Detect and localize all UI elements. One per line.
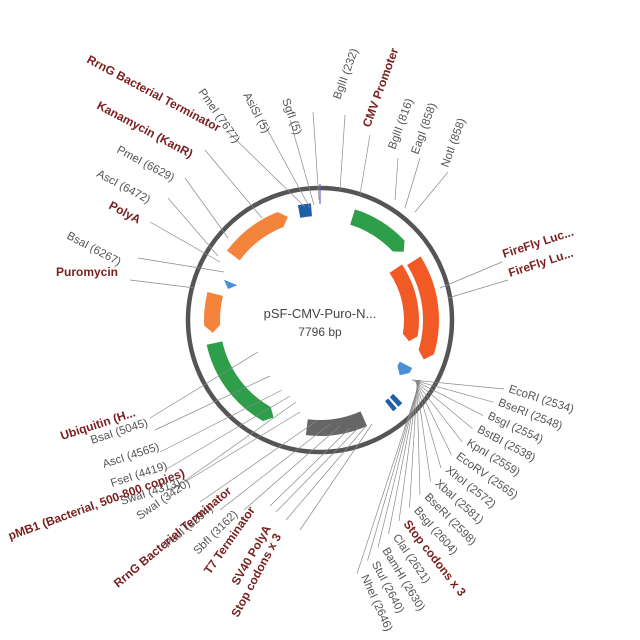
label-left-7-leader	[219, 423, 331, 511]
label-right-14-leader	[356, 379, 421, 574]
label-right-8-leader	[416, 379, 421, 495]
feature-arc-small1	[397, 361, 413, 376]
label-left-9-leader	[269, 427, 351, 507]
label-top-15-leader	[439, 261, 503, 289]
label-left-0-leader	[149, 351, 259, 419]
label-top-3-leader	[312, 111, 320, 201]
label-top-2-leader	[289, 119, 315, 206]
label-top-6-leader	[394, 157, 399, 201]
label-right-9-leader	[409, 379, 418, 508]
label-top-14: Puromycin	[56, 265, 118, 279]
feature-arc-cmv	[350, 209, 405, 252]
feature-arc-kanr	[226, 211, 288, 261]
label-left-10-leader	[275, 427, 359, 513]
feature-arc-firefly2	[389, 264, 419, 342]
label-top-6: BglII (816)	[387, 97, 416, 151]
label-top-7: EagI (858)	[410, 101, 440, 156]
label-top-9-leader	[204, 149, 263, 219]
label-right-10-leader	[398, 379, 419, 522]
label-right-11-leader	[388, 379, 419, 535]
label-top-4: BglII (232)	[332, 47, 361, 101]
label-top-11-leader	[167, 197, 219, 257]
label-top-10: PmeI (6629)	[115, 144, 177, 184]
feature-arc-t7	[385, 398, 397, 412]
label-right-12-leader	[377, 379, 420, 548]
label-left-3-leader	[164, 395, 291, 471]
label-right-0-leader	[411, 379, 505, 390]
label-right-3-leader	[413, 379, 473, 429]
label-top-12: PolyA	[107, 198, 144, 226]
feature-arc-ubiquitin	[206, 341, 274, 421]
label-top-5-leader	[359, 134, 371, 196]
plasmid-name: pSF-CMV-Puro-N...	[264, 306, 377, 321]
label-top-4-leader	[339, 114, 346, 191]
label-left-11-leader	[285, 425, 367, 521]
label-right-6-leader	[415, 379, 442, 469]
label-top-5: CMV Promoter	[360, 46, 402, 129]
feature-arc-sv40	[389, 393, 403, 407]
feature-arc-polya	[224, 279, 238, 290]
label-top-16-leader	[447, 279, 509, 299]
label-top-8-leader	[414, 171, 449, 213]
label-top-7-leader	[404, 157, 421, 209]
label-left-4-leader	[171, 401, 297, 491]
label-top-14-leader	[129, 279, 196, 289]
label-top-2: AsiSI (5)	[240, 91, 271, 136]
feature-arc-pmb1	[305, 411, 368, 436]
label-top-10-leader	[184, 177, 229, 239]
label-right-4-leader	[414, 379, 463, 443]
label-top-13-leader	[137, 257, 225, 273]
label-right-1-leader	[412, 379, 494, 403]
label-right-2-leader	[413, 379, 484, 416]
label-left-2-leader	[159, 389, 283, 453]
label-right-5-leader	[414, 379, 452, 456]
label-right-7-leader	[415, 379, 431, 482]
feature-arc-firefly1	[407, 256, 439, 360]
label-top-0-leader	[227, 131, 306, 208]
label-top-8: NotI (858)	[440, 117, 469, 169]
label-left-6-leader	[199, 419, 319, 503]
feature-arc-puromycin	[204, 291, 223, 333]
plasmid-size: 7796 bp	[298, 325, 342, 339]
label-left-5-leader	[184, 411, 301, 483]
label-left-8-leader	[243, 425, 341, 511]
label-top-3: SgfI (5)	[279, 97, 303, 137]
label-left-12-leader	[299, 423, 373, 531]
label-top-12-leader	[149, 221, 221, 263]
feature-arc-rrng_top	[297, 203, 312, 218]
label-top-1-leader	[261, 119, 311, 209]
label-right-13-leader	[367, 379, 421, 561]
label-top-11: AscI (6472)	[95, 168, 153, 206]
label-left-1-leader	[154, 375, 271, 431]
label-top-13: BsaI (6267)	[65, 230, 123, 269]
